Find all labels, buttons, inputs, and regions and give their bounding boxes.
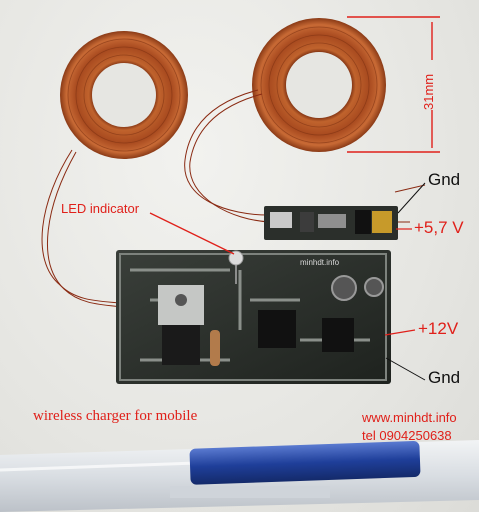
output-board — [264, 182, 426, 240]
input-voltage-label: +12V — [418, 319, 459, 338]
coil-wires — [41, 89, 426, 310]
dimension-marker — [347, 16, 440, 153]
left-coil — [60, 31, 188, 159]
output-voltage-label: +5,7 V — [414, 218, 464, 237]
pen — [0, 440, 479, 512]
gnd-top-label: Gnd — [428, 170, 461, 189]
coil-size-label: 31mm — [421, 73, 436, 110]
gnd-bottom-label: Gnd — [428, 368, 461, 387]
right-coil — [252, 18, 386, 152]
gnd-pointer — [385, 357, 426, 381]
led-pointer — [149, 212, 235, 255]
phone-label: tel 0904250638 — [362, 428, 452, 443]
power-pointer — [384, 329, 416, 336]
caption-label: wireless charger for mobile — [33, 408, 198, 424]
website-label: www.minhdt.info — [362, 410, 457, 425]
led-indicator-label: LED indicator — [61, 201, 140, 216]
pcb-silkscreen-text: minhdt.info — [300, 258, 340, 267]
main-pcb — [116, 250, 391, 384]
